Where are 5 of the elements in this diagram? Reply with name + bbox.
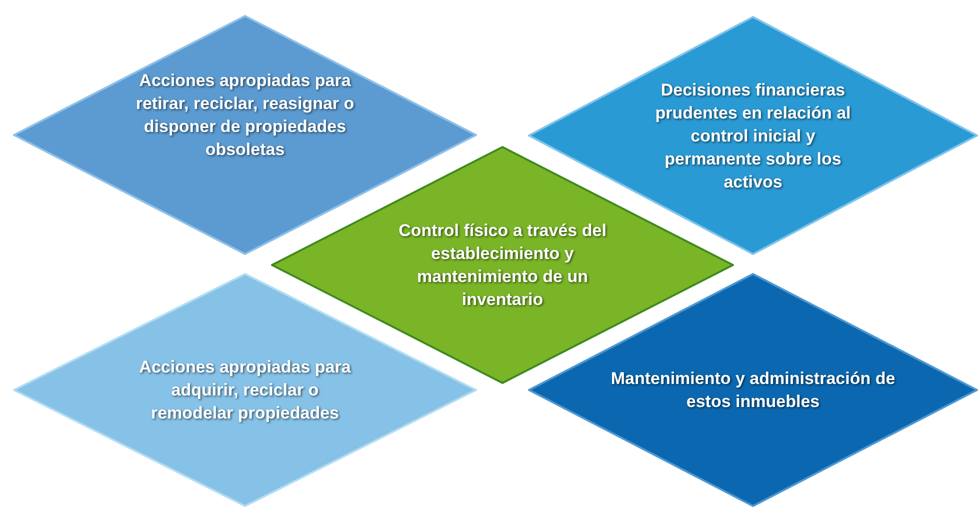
diamond-text: Control físico a través del establecimiento y mantenimiento de un inventario [398,220,608,311]
diamond-text: Acciones apropiadas para adquirir, reciclar o remodelar propiedades [138,356,352,424]
diamond-text: Mantenimiento y administración de estos inmuebles [610,368,896,413]
diamond-text: Acciones apropiadas para retirar, reciclar, reasignar o disponer de propiedades obsoletas [134,70,356,161]
diamond-text: Decisiones financieras prudentes en relación al control inicial y permanente sobre los activos [654,79,852,193]
